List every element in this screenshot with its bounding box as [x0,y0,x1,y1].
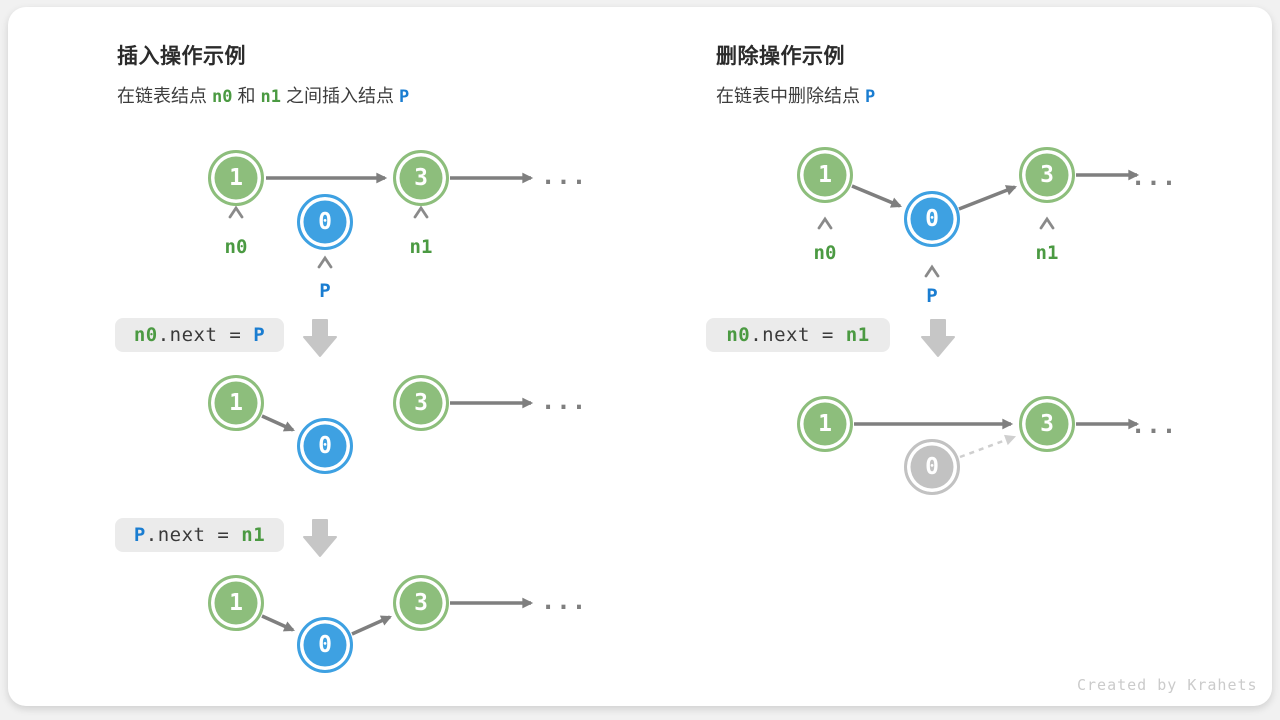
subtitle-text: 之间插入结点 [285,86,394,107]
subtitle-text: 和 [237,86,256,107]
ellipsis: ... [540,387,588,415]
code-lhs: n0 [726,324,751,346]
code-lhs: P [133,524,146,546]
node-value: 1 [229,590,243,616]
inline-code-p: P [398,87,410,107]
node-value: 0 [318,209,332,235]
list-node-n1: 3 [393,150,449,206]
pointer-label-p: P [319,280,331,302]
code-rhs: n1 [241,524,266,546]
node-value: 3 [414,165,428,191]
code-box-n0-next-n1: n0.next = n1 [706,318,890,352]
code-lhs: n0 [133,324,158,346]
subtitle-text: 在链表结点 [117,86,207,107]
list-node-n0: 1 [208,150,264,206]
inline-code-n0: n0 [212,87,233,107]
list-node-n1: 3 [393,575,449,631]
list-node-n0: 1 [208,575,264,631]
list-node-n0: 1 [797,396,853,452]
code-rhs: P [253,324,266,346]
node-value: 0 [318,433,332,459]
list-node-p: 0 [904,191,960,247]
delete-panel-title: 删除操作示例 [716,44,845,68]
inline-code-p: P [865,87,876,107]
node-value: 0 [318,632,332,658]
ellipsis: ... [540,587,588,615]
list-node-n1: 3 [1019,396,1075,452]
code-rhs: n1 [845,324,870,346]
code-mid: .next = [750,324,846,346]
subtitle-text: 在链表中删除结点 [716,86,860,107]
ellipsis: ... [1130,411,1178,439]
node-value: 3 [1040,162,1054,188]
pointer-label-n0: n0 [813,242,837,264]
code-mid: .next = [157,324,254,346]
pointer-label-p: P [926,285,938,307]
node-value: 3 [414,590,428,616]
inline-code-n1: n1 [260,87,281,107]
list-node-p: 0 [297,418,353,474]
node-value: 1 [818,162,832,188]
node-value: 3 [414,390,428,416]
node-value: 0 [925,454,939,480]
code-mid: .next = [145,524,242,546]
node-value: 1 [229,165,243,191]
node-value: 0 [925,206,939,232]
pointer-label-n1: n1 [409,236,433,258]
list-node-n1: 3 [393,375,449,431]
code-box-p-next-n1: P.next = n1 [115,518,284,552]
list-node-n0: 1 [797,147,853,203]
list-node-n1: 3 [1019,147,1075,203]
node-value: 1 [818,411,832,437]
pointer-label-n1: n1 [1035,242,1059,264]
code-box-n0-next-p: n0.next = P [115,318,284,352]
ellipsis: ... [1130,163,1178,191]
insert-panel-title: 插入操作示例 [117,44,246,68]
list-node-removed: 0 [904,439,960,495]
list-node-n0: 1 [208,375,264,431]
list-node-p: 0 [297,617,353,673]
list-node-p: 0 [297,194,353,250]
node-value: 3 [1040,411,1054,437]
watermark-credit: Created by Krahets [1077,676,1258,694]
node-value: 1 [229,390,243,416]
ellipsis: ... [540,162,588,190]
pointer-label-n0: n0 [224,236,248,258]
